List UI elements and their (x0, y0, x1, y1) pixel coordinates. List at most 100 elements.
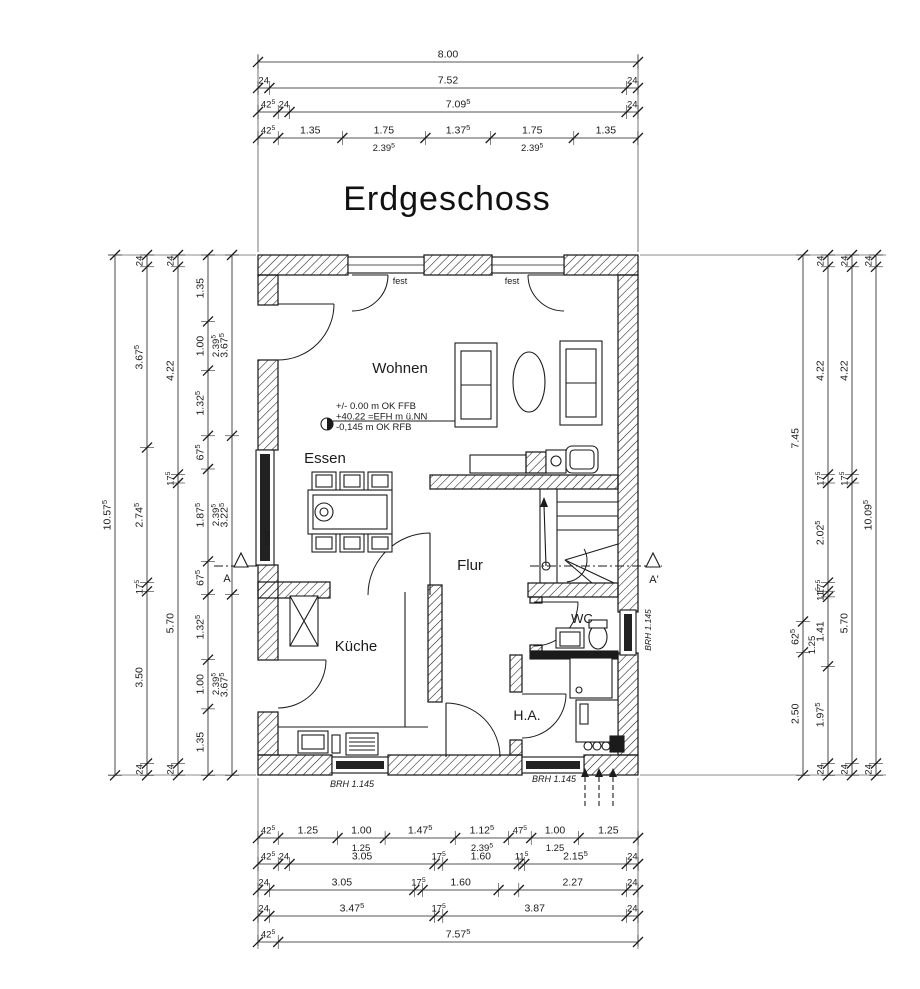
wall-hatched (257, 274, 279, 306)
wall-hatched (509, 654, 523, 693)
dim-label: 24 (258, 878, 269, 889)
section-triangle (645, 551, 661, 568)
plan-rect (579, 703, 589, 725)
dim-label: 1.25 (598, 825, 619, 837)
window-sill (624, 614, 632, 651)
plan-rect (609, 735, 625, 753)
dim-label: 1.975 (813, 703, 827, 728)
section-marker-label: A (223, 573, 231, 585)
dim-label: 475 (513, 825, 528, 837)
dim-sublabel: 2.395 (211, 335, 223, 358)
dim-label: 2.155 (563, 849, 588, 863)
plan-rect (371, 536, 389, 550)
dim-label: 2.27 (562, 877, 583, 889)
wall-hatched (583, 754, 639, 776)
plan-line (564, 559, 593, 584)
dim-label: 625 (788, 629, 802, 645)
plan-line (564, 559, 615, 584)
arrow-head (540, 497, 548, 507)
room-label-wc: WC (571, 611, 593, 626)
dim-label: 24 (135, 256, 146, 267)
wall-hatched (427, 584, 443, 703)
plan-rect (545, 449, 567, 474)
dim-label: 1.00 (351, 825, 372, 837)
dim-sublabel: 2.395 (211, 673, 223, 696)
dim-sublabel: 1.25 (807, 636, 818, 655)
plan-circle (319, 507, 329, 517)
dim-label: 24 (816, 256, 827, 267)
door-swing-arc (277, 659, 327, 709)
plan-rect (343, 536, 361, 550)
dim-label: 1.75 (374, 125, 395, 137)
dim-label: 24 (258, 76, 269, 87)
dim-label: 175 (839, 471, 851, 486)
dim-label: 175 (134, 580, 146, 595)
dim-label: 2.025 (813, 520, 827, 545)
plan-rect (469, 454, 527, 474)
dim-label: 1.00 (195, 336, 207, 357)
plan-rect (371, 474, 389, 488)
wall-hatched (423, 254, 493, 276)
plan-rect (569, 657, 613, 699)
plan-circle (575, 686, 583, 694)
wall-hatched (563, 254, 639, 276)
room-label-essen: Essen (304, 450, 346, 467)
dim-label: 10.095 (861, 500, 875, 530)
window-fixed-label: fest (505, 276, 520, 286)
dim-label: 425 (261, 125, 276, 137)
dim-label: 5.70 (839, 613, 851, 634)
plan-rect (559, 631, 581, 647)
plan-circle (583, 741, 593, 751)
wall-hatched (429, 474, 619, 490)
dim-label: 24 (279, 852, 290, 863)
dim-label: 1.875 (193, 503, 207, 528)
dim-label: 3.225 (217, 503, 231, 528)
dim-label: 2.50 (790, 703, 802, 724)
dim-label: 3.675 (132, 345, 146, 370)
dim-label: 115 (815, 587, 827, 601)
plan-rect (315, 474, 333, 488)
dim-label: 7.52 (438, 75, 459, 87)
plan-line (543, 504, 547, 567)
dim-label: 24 (864, 256, 875, 267)
door-swing-arc (527, 274, 565, 312)
dim-label: 1.35 (300, 125, 321, 137)
dim-label: 1.35 (195, 732, 207, 753)
level-annotation-line: -0,145 m OK RFB (336, 422, 412, 433)
dim-label: 175 (431, 851, 446, 863)
dim-label: 3.475 (340, 901, 365, 915)
plan-line (289, 595, 319, 647)
dim-label: 1.00 (195, 674, 207, 695)
dim-label: 1.60 (450, 877, 471, 889)
wall-hatched (525, 451, 547, 474)
dim-label: 24 (627, 76, 638, 87)
sill-height-label: BRH 1.145 (330, 779, 375, 789)
plan-ellipse (512, 351, 546, 413)
plan-rect (588, 619, 608, 629)
dim-label: 3.50 (134, 667, 146, 688)
dim-label: 425 (261, 851, 276, 863)
dim-label: 1.41 (815, 621, 827, 642)
window-sill (260, 454, 270, 561)
dim-label: 24 (135, 764, 146, 775)
window-fixed-label: fest (393, 276, 408, 286)
dim-label: 1.75 (522, 125, 543, 137)
dim-label: 24 (627, 904, 638, 915)
dim-label: 4.22 (165, 360, 177, 381)
plan-rect (312, 494, 388, 530)
plan-circle (550, 455, 562, 467)
wall-hatched (257, 564, 279, 661)
dim-label: 4.22 (839, 360, 851, 381)
dim-label: 3.87 (524, 903, 545, 915)
dim-label: 4.22 (815, 360, 827, 381)
wall-hatched (529, 596, 543, 604)
dim-sublabel: 2.395 (471, 843, 494, 855)
dim-label: 3.05 (332, 877, 353, 889)
dim-label: 7.575 (446, 927, 471, 941)
level-annotation-line: +40.22 =EFH m ü.NN (336, 412, 427, 423)
dim-label: 5.70 (165, 613, 177, 634)
dim-label: 425 (261, 825, 276, 837)
section-triangle (233, 551, 249, 568)
